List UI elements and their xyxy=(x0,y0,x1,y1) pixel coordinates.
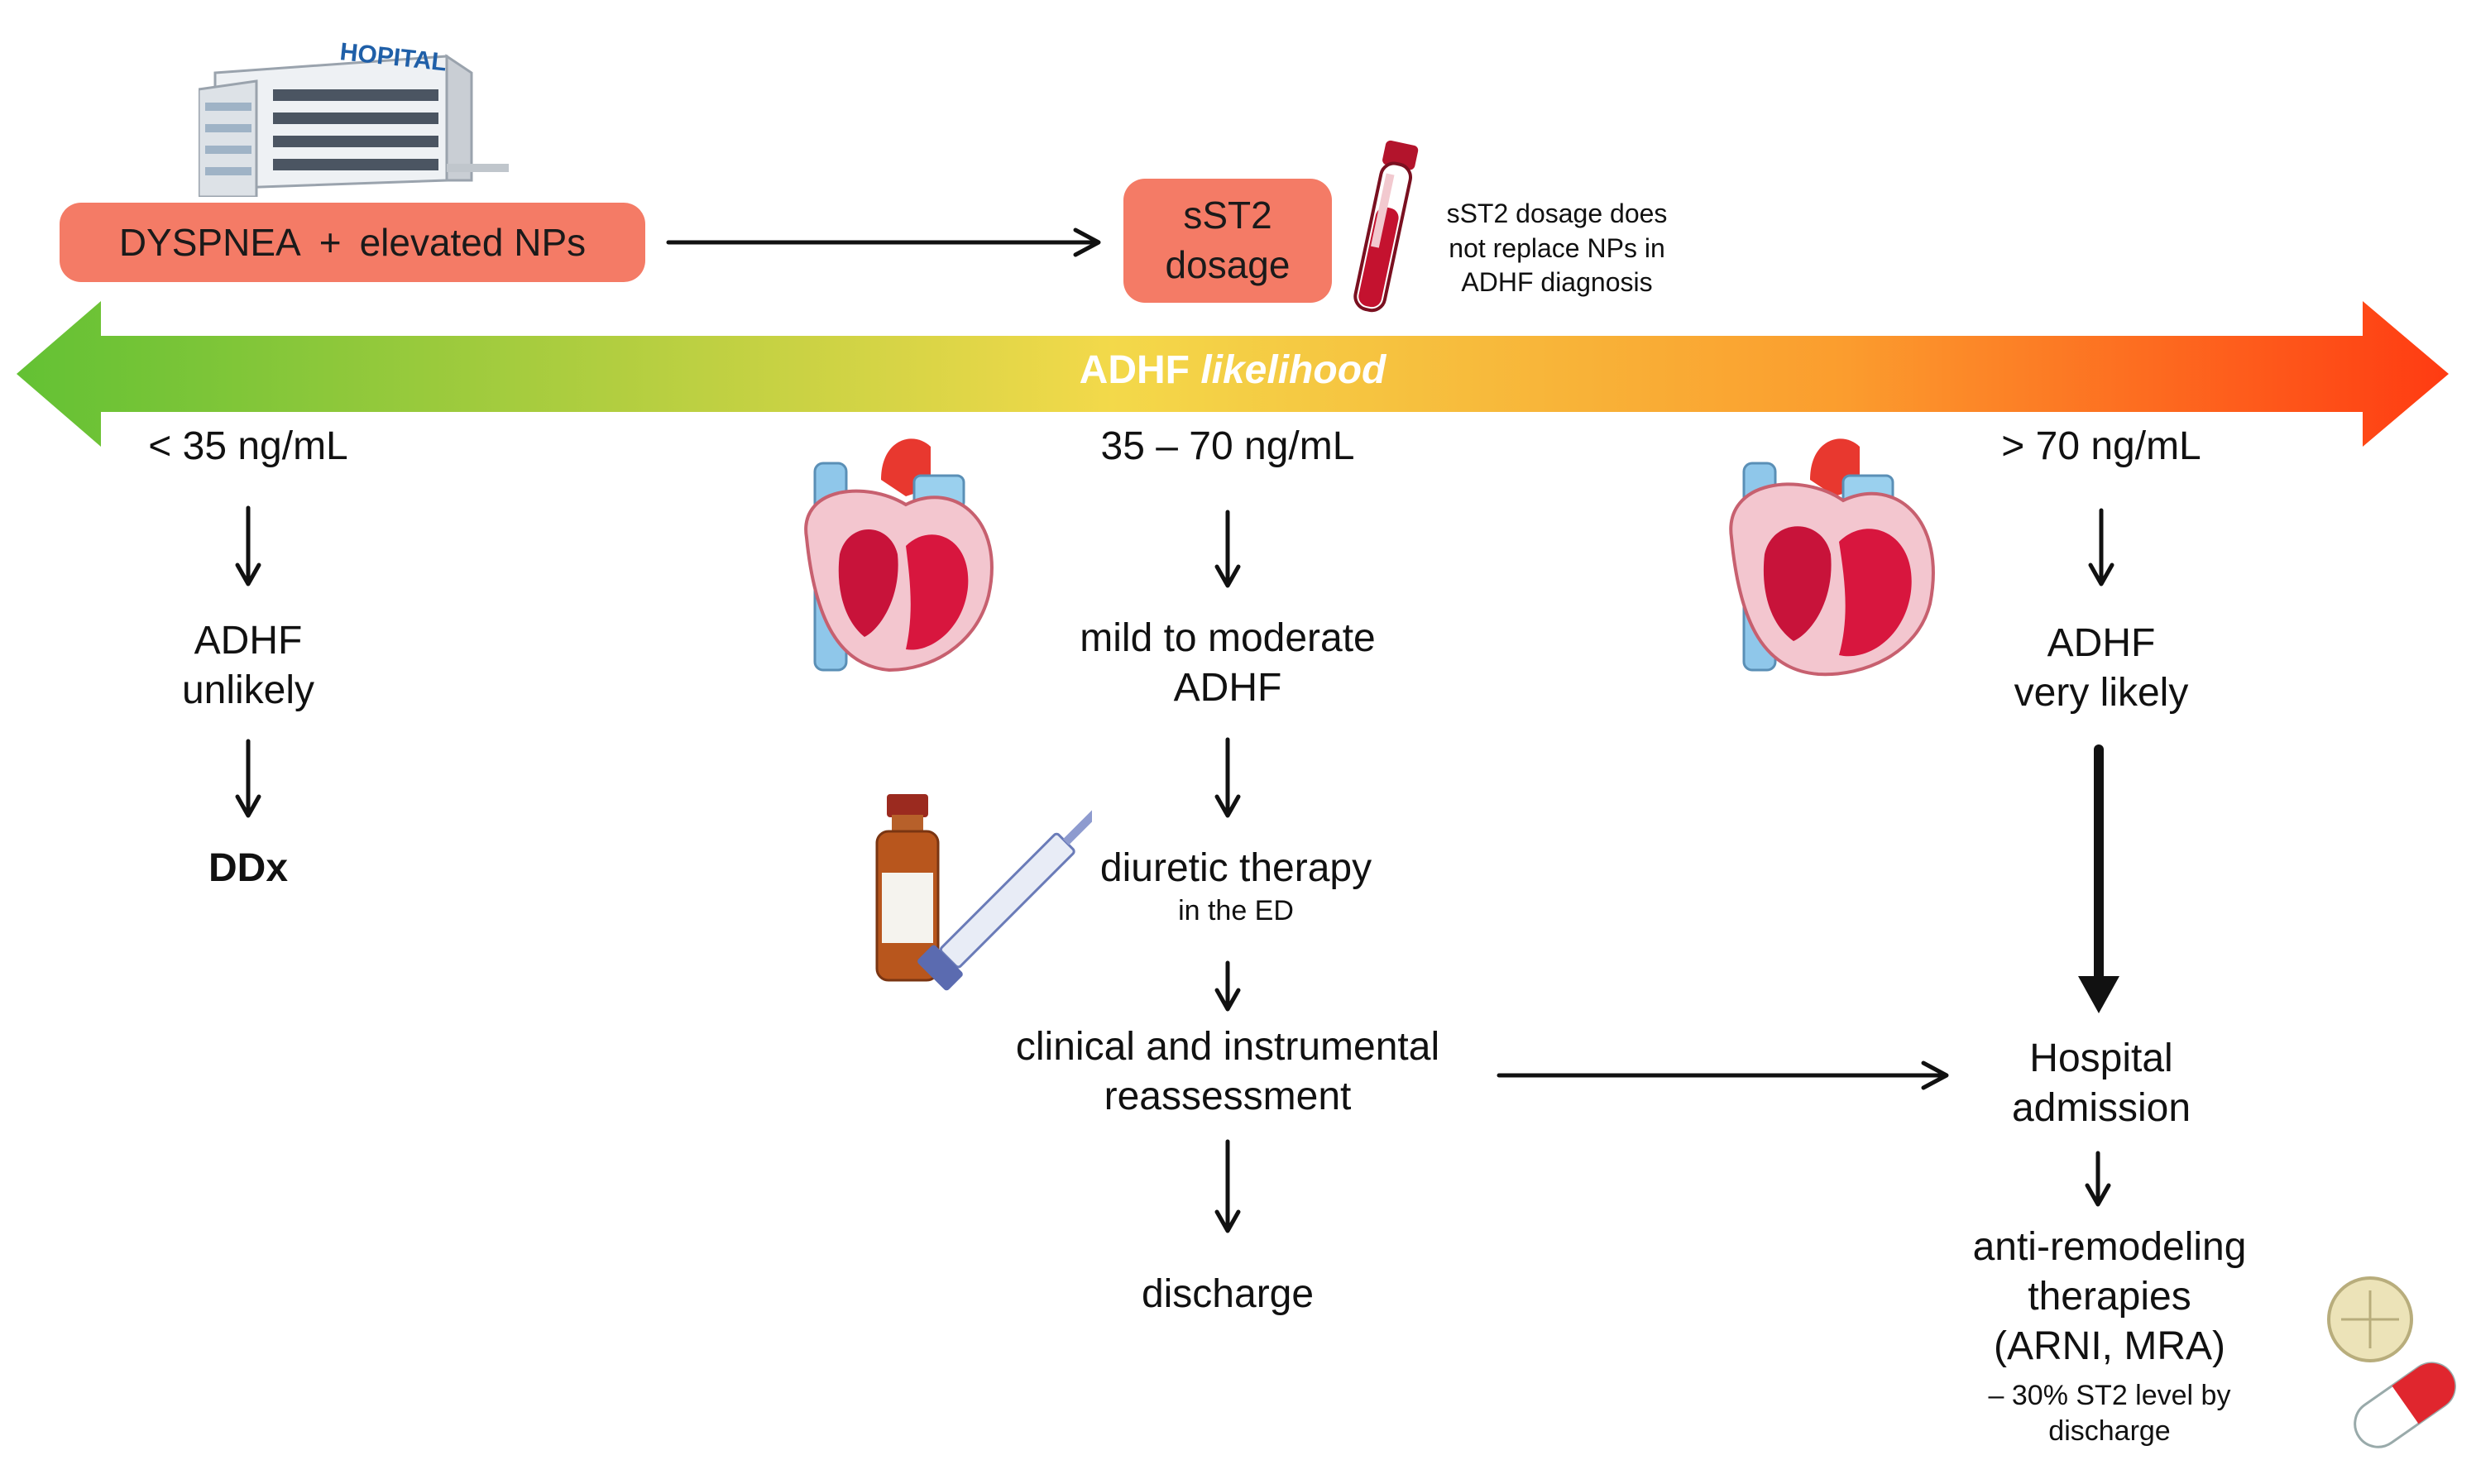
heart-icon-right xyxy=(1729,438,1935,677)
anti-remodeling-label: anti-remodeling therapies (ARNI, MRA) xyxy=(1928,1223,2292,1372)
blood-tube-icon xyxy=(1353,140,1419,313)
adhf-very-likely-label: ADHF very likely xyxy=(1969,619,2234,718)
diuretic-therapy-text: diuretic therapy xyxy=(1099,846,1372,890)
sst2-note: sST2 dosage does not replace NPs in ADHF… xyxy=(1416,197,1698,300)
mild-moderate-line1: mild to moderate xyxy=(1080,616,1376,660)
likelihood-gradient-arrow xyxy=(17,301,2449,447)
dyspnea-text: DYSPNEA xyxy=(118,221,301,264)
reassessment-line1: clinical and instrumental xyxy=(1015,1025,1440,1069)
admission-line2: admission xyxy=(2011,1086,2191,1130)
plus-sign: + xyxy=(318,221,342,264)
sst2-note-line2: not replace NPs in xyxy=(1449,232,1665,263)
st2-reduction-note: – 30% ST2 level by discharge xyxy=(1944,1378,2275,1448)
sst2-line1: sST2 xyxy=(1183,194,1272,237)
mild-moderate-label: mild to moderate ADHF xyxy=(996,614,1459,713)
anti-remodeling-line2: therapies xyxy=(2028,1275,2191,1319)
likelihood-label: ADHF likelihood xyxy=(993,346,1473,395)
dyspnea-box: DYSPNEA + elevated NPs xyxy=(60,203,645,282)
adhf-unlikely-label: ADHF unlikely xyxy=(124,616,372,716)
hospital-admission-label: Hospital admission xyxy=(1969,1034,2234,1133)
mild-moderate-line2: ADHF xyxy=(1173,666,1282,710)
likelihood-label-italic: likelihood xyxy=(1200,348,1386,392)
admission-line1: Hospital xyxy=(2029,1036,2173,1080)
st2-note-line1: – 30% ST2 level by xyxy=(1988,1380,2231,1411)
diuretic-therapy-label: diuretic therapy in the ED xyxy=(1037,844,1434,929)
very-likely-line2: very likely xyxy=(2014,671,2189,715)
likelihood-label-main: ADHF xyxy=(1079,348,1190,392)
ddx-label: DDx xyxy=(208,846,289,890)
reassessment-label: clinical and instrumental reassessment xyxy=(963,1022,1492,1122)
sst2-note-line1: sST2 dosage does xyxy=(1446,199,1668,228)
threshold-low: < 35 ng/mL xyxy=(148,424,348,468)
elevated-nps-text: elevated NPs xyxy=(359,221,587,264)
sst2-dosage-box: sST2 dosage xyxy=(1123,179,1332,303)
pills-icon xyxy=(2327,1276,2456,1448)
diuretic-therapy-sub: in the ED xyxy=(1178,895,1294,926)
reassessment-line2: reassessment xyxy=(1104,1075,1352,1118)
discharge-label: discharge xyxy=(1141,1272,1315,1316)
heart-icon-middle xyxy=(804,438,994,673)
hospital-building-icon: HOPITAL xyxy=(199,38,509,197)
adhf-unlikely-line2: unlikely xyxy=(181,668,315,712)
adhf-unlikely-line1: ADHF xyxy=(194,619,303,663)
anti-remodeling-line1: anti-remodeling xyxy=(1972,1225,2247,1269)
anti-remodeling-line3: (ARNI, MRA) xyxy=(1994,1324,2225,1368)
threshold-mid: 35 – 70 ng/mL xyxy=(1100,424,1355,468)
threshold-high: > 70 ng/mL xyxy=(2001,424,2201,468)
st2-note-line2: discharge xyxy=(2048,1415,2171,1447)
vial-syringe-icon xyxy=(875,794,1092,991)
sst2-note-line3: ADHF diagnosis xyxy=(1461,267,1653,298)
very-likely-line1: ADHF xyxy=(2047,621,2156,665)
sst2-line2: dosage xyxy=(1165,243,1291,286)
